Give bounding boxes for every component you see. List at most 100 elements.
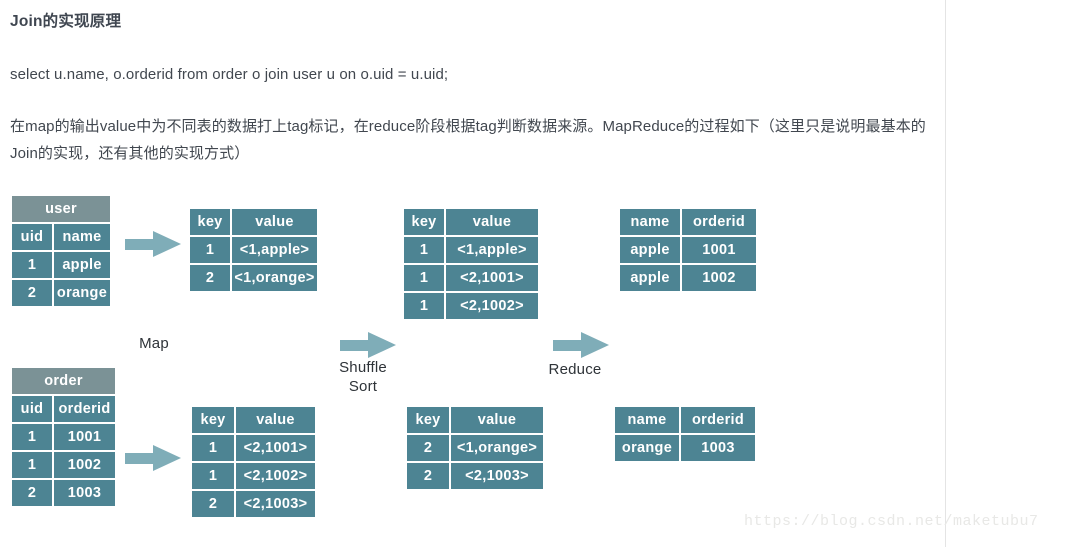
table-cell: <2,1002> [236, 463, 315, 489]
table-row: 2 1003 [12, 480, 115, 506]
table-cell: <2,1001> [236, 435, 315, 461]
table-cell: orange [54, 280, 110, 306]
table-cell: 1 [190, 237, 230, 263]
table-row: orange 1003 [615, 435, 755, 461]
arrow-right-icon [125, 231, 181, 257]
table-row: apple 1001 [620, 237, 756, 263]
column-header: value [232, 209, 317, 235]
table-row: 2 orange [12, 280, 110, 306]
column-header: key [192, 407, 234, 433]
table-cell: <1,orange> [232, 265, 317, 291]
table-row: 2 <1,orange> [190, 265, 317, 291]
column-header: key [190, 209, 230, 235]
table-cell: 2 [407, 463, 449, 489]
stage-label-shuffle: Shuffle Sort [320, 358, 406, 396]
table-row: 1 1002 [12, 452, 115, 478]
stage-label-shuffle-line2: Sort [348, 378, 378, 395]
table-cell: 2 [190, 265, 230, 291]
stage-label-reduce: Reduce [548, 361, 602, 378]
table-cell: orange [615, 435, 679, 461]
table-cell: 1 [404, 237, 444, 263]
table-row: key value [190, 209, 317, 235]
table-row: 1 apple [12, 252, 110, 278]
table-row: 1 <2,1002> [192, 463, 315, 489]
table-reduce-output-2: name orderid orange 1003 [613, 405, 757, 463]
table-cell: 1 [12, 452, 52, 478]
right-margin-pane [946, 0, 1066, 547]
table-row: uid name [12, 224, 110, 250]
table-caption: order [12, 368, 115, 394]
table-row: 1 <2,1001> [404, 265, 538, 291]
column-header: uid [12, 396, 52, 422]
content-divider [945, 0, 946, 547]
table-cell: 1002 [682, 265, 756, 291]
table-cell: 1 [404, 293, 444, 319]
table-row: 1 <1,apple> [190, 237, 317, 263]
table-row: apple 1002 [620, 265, 756, 291]
table-row: key value [404, 209, 538, 235]
table-row: name orderid [615, 407, 755, 433]
table-cell: 1001 [682, 237, 756, 263]
table-row: 2 <2,1003> [192, 491, 315, 517]
column-header: name [615, 407, 679, 433]
sql-statement: select u.name, o.orderid from order o jo… [10, 66, 449, 83]
column-header: name [620, 209, 680, 235]
table-map-output-order: key value 1 <2,1001> 1 <2,1002> 2 <2,100… [190, 405, 317, 519]
table-cell: <1,orange> [451, 435, 543, 461]
arrow-right-icon [553, 332, 609, 358]
table-row: 1 <2,1002> [404, 293, 538, 319]
arrow-right-icon [125, 445, 181, 471]
table-cell: 2 [12, 480, 52, 506]
table-cell: 1001 [54, 424, 115, 450]
table-user-input: user uid name 1 apple 2 orange [10, 194, 112, 308]
table-cell: 1 [192, 463, 234, 489]
table-row: 2 <2,1003> [407, 463, 543, 489]
column-header: uid [12, 224, 52, 250]
mapreduce-join-diagram: user uid name 1 apple 2 orange key value [0, 186, 944, 547]
table-cell: <2,1003> [451, 463, 543, 489]
table-cell: apple [620, 265, 680, 291]
table-order-input: order uid orderid 1 1001 1 1002 2 1003 [10, 366, 117, 508]
table-cell: <2,1002> [446, 293, 538, 319]
table-cell: 1 [192, 435, 234, 461]
table-row: 2 <1,orange> [407, 435, 543, 461]
arrow-right-icon [340, 332, 396, 358]
watermark: https://blog.csdn.net/maketubu7 [744, 513, 1039, 530]
table-cell: 2 [407, 435, 449, 461]
table-reduce-output-1: name orderid apple 1001 apple 1002 [618, 207, 758, 293]
page-title: Join的实现原理 [10, 13, 122, 30]
table-cell: <2,1003> [236, 491, 315, 517]
table-cell: 1002 [54, 452, 115, 478]
table-row: 1 <1,apple> [404, 237, 538, 263]
table-shuffle-key2: key value 2 <1,orange> 2 <2,1003> [405, 405, 545, 491]
description-paragraph: 在map的输出value中为不同表的数据打上tag标记，在reduce阶段根据t… [10, 118, 926, 162]
stage-label-shuffle-line1: Shuffle [339, 359, 387, 376]
table-cell: 1 [12, 424, 52, 450]
table-cell: <1,apple> [446, 237, 538, 263]
table-map-output-user: key value 1 <1,apple> 2 <1,orange> [188, 207, 319, 293]
table-cell: 1 [12, 252, 52, 278]
column-header: key [407, 407, 449, 433]
column-header: orderid [681, 407, 755, 433]
table-cell: 1 [404, 265, 444, 291]
table-row: key value [407, 407, 543, 433]
column-header: value [446, 209, 538, 235]
table-row: order [12, 368, 115, 394]
table-row: key value [192, 407, 315, 433]
column-header: orderid [54, 396, 115, 422]
table-caption: user [12, 196, 110, 222]
column-header: value [451, 407, 543, 433]
table-cell: <1,apple> [232, 237, 317, 263]
column-header: name [54, 224, 110, 250]
table-cell: apple [54, 252, 110, 278]
table-cell: <2,1001> [446, 265, 538, 291]
table-shuffle-key1: key value 1 <1,apple> 1 <2,1001> 1 <2,10… [402, 207, 540, 321]
table-cell: apple [620, 237, 680, 263]
stage-label-map: Map [139, 335, 169, 352]
table-row: name orderid [620, 209, 756, 235]
table-row: uid orderid [12, 396, 115, 422]
column-header: orderid [682, 209, 756, 235]
table-row: 1 1001 [12, 424, 115, 450]
article-body: Join的实现原理 select u.name, o.orderid from … [0, 13, 944, 547]
table-cell: 2 [12, 280, 52, 306]
